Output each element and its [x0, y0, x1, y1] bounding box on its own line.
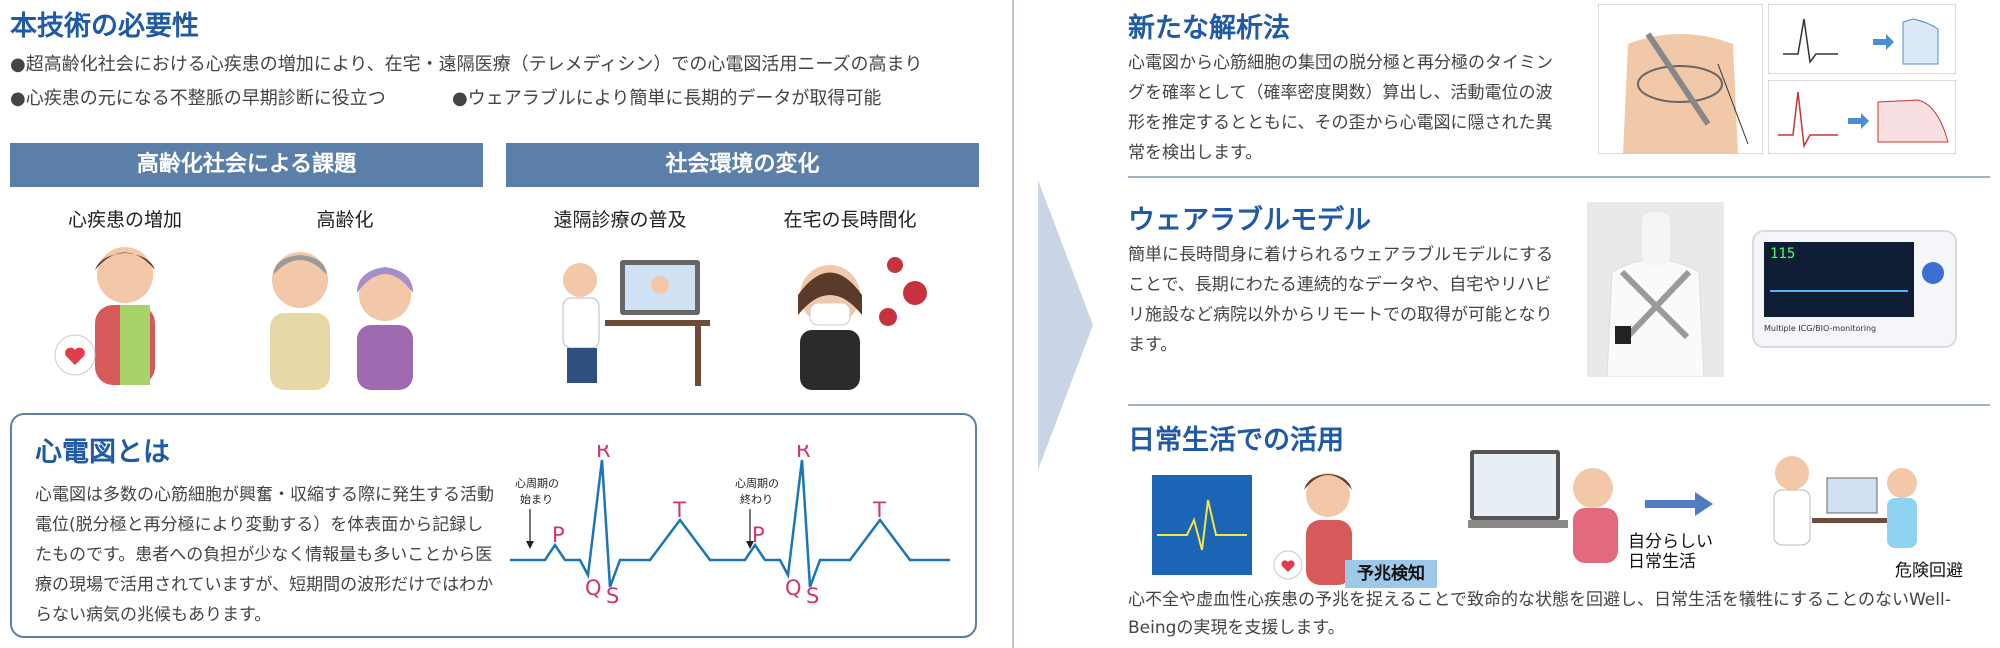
ecg-description: 心電図は多数の心筋細胞が興奮・収縮する際に発生する活動電位(脱分極と再分極により… [35, 485, 494, 625]
wave-t1: T [672, 498, 686, 522]
wave-r2: R [796, 445, 811, 462]
label-home-time: 在宅の長時間化 [783, 209, 917, 231]
ecg-title: 心電図とは [35, 437, 170, 468]
sick-woman-illustration [54, 247, 155, 385]
annot-start-2: 始まり [520, 492, 553, 506]
daily-life-description: 心不全や虚血性心疾患の予兆を捉えることで致命的な状態を回避し、日常生活を犠牲にす… [1128, 590, 1951, 638]
wave-t2: T [872, 498, 886, 522]
tag-own-life: 自分らしい日常生活 [1628, 532, 1713, 572]
ecg-monitor-icon [1152, 475, 1252, 575]
wave-s2: S [806, 584, 819, 608]
flow-arrow-icon [1038, 180, 1093, 470]
band-social-change: 社会環境の変化 [506, 143, 979, 187]
sick-woman-small-illustration [1273, 473, 1352, 585]
device-reading: 115 [1770, 246, 1796, 262]
ecg-trace [510, 459, 950, 588]
ecg-to-ap-chart-normal [1768, 4, 1956, 74]
dpad-icon [1922, 262, 1944, 284]
label-heart-disease: 心疾患の増加 [67, 209, 182, 231]
consultation-illustration [1773, 456, 1917, 548]
annot-start-1: 心周期の [515, 477, 559, 490]
annot-end-2: 終わり [740, 492, 773, 506]
wearable-mannequin-photo [1587, 202, 1724, 377]
heart-icon [65, 347, 85, 365]
wave-r1: R [596, 445, 611, 462]
monitor-device: 115 Multiple ICG/BIO-monitoring [1752, 230, 1957, 348]
wearable-description: 簡単に長時間身に着けられるウェアラブルモデルにすることで、長期にわたる連続的なデ… [1128, 245, 1554, 355]
video-call-illustration [1468, 450, 1618, 563]
heart-icon [1281, 560, 1295, 572]
section-rule-2 [1128, 404, 1990, 406]
wave-s1: S [606, 584, 619, 608]
label-aging: 高齢化 [316, 209, 374, 231]
ecg-waveform-diagram: P R Q S T P R Q S T 心周期の 始まり 心周期の 終わり [510, 445, 950, 608]
section-title-analysis: 新たな解析法 [1128, 13, 1290, 44]
section-title-need: 本技術の必要性 [10, 11, 199, 42]
elderly-couple-illustration [270, 252, 413, 390]
masked-woman-illustration [798, 257, 927, 390]
wave-q1: Q [585, 576, 602, 600]
bullet-3: ●ウェアラブルにより簡単に長期的データが取得可能 [452, 88, 882, 109]
label-telemedicine: 遠隔診療の普及 [553, 209, 687, 231]
annot-end-1: 心周期の [735, 477, 779, 490]
wave-q2: Q [785, 576, 802, 600]
tag-early-detection: 予兆検知 [1345, 560, 1437, 588]
arrow-right-icon [1645, 492, 1713, 516]
bullet-1: ●超高齢化社会における心疾患の増加により、在宅・遠隔医療（テレメディシン）での心… [10, 54, 923, 75]
ecg-box [10, 413, 977, 638]
section-title-daily-life: 日常生活での活用 [1128, 425, 1344, 456]
column-divider [1012, 0, 1014, 648]
ecg-to-ap-chart-abnormal [1768, 80, 1956, 154]
telemedicine-illustration [562, 260, 710, 386]
bullet-2: ●心疾患の元になる不整脈の早期診断に役立つ [10, 88, 386, 109]
section-title-wearable: ウェアラブルモデル [1128, 205, 1371, 236]
wave-p2: P [752, 523, 765, 547]
torso-diagram [1598, 4, 1763, 154]
tag-danger-avoid: 危険回避 [1895, 561, 1963, 581]
wave-p1: P [552, 523, 565, 547]
band-aging-issues: 高齢化社会による課題 [10, 143, 483, 187]
analysis-description: 心電図から心筋細胞の集団の脱分極と再分極のタイミングを確率として（確率密度関数）… [1128, 53, 1553, 163]
device-caption: Multiple ICG/BIO-monitoring [1764, 324, 1877, 333]
section-rule-1 [1128, 176, 1990, 178]
